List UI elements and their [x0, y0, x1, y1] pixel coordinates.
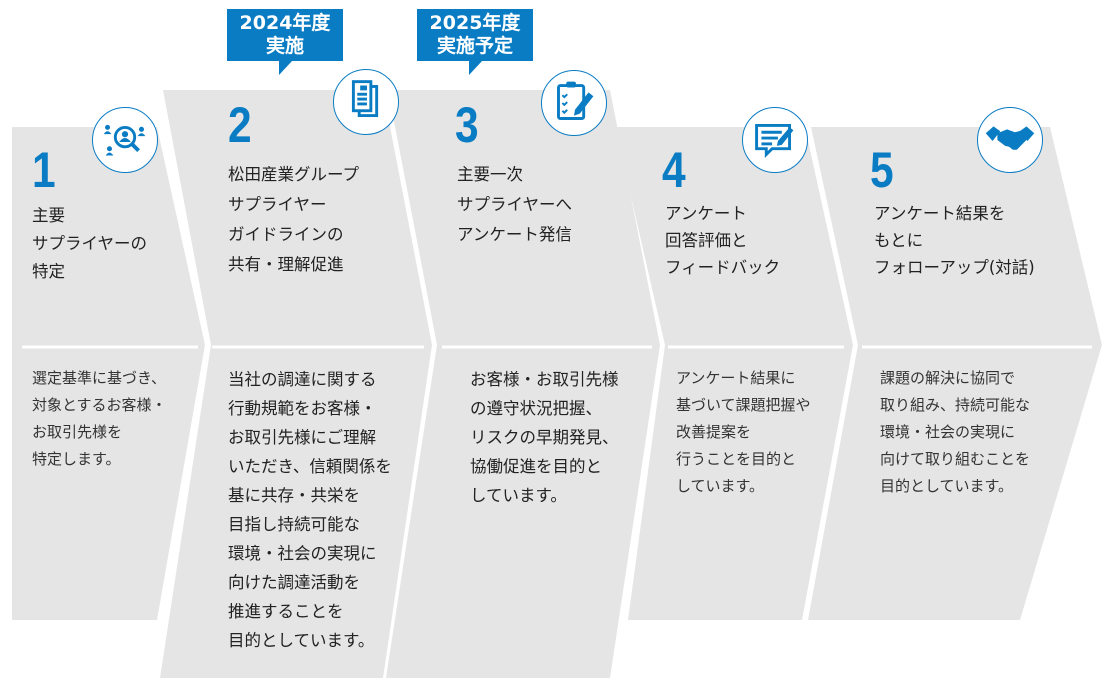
step-5-title: アンケート結果をもとにフォローアップ(対話): [874, 200, 1035, 281]
description-line: 目的としています。: [880, 477, 1014, 495]
description-line: 行動規範をお客様・: [228, 399, 377, 418]
badge-2025: 2025年度 実施予定: [417, 9, 533, 75]
description-line: しています。: [676, 477, 765, 495]
title-line: 回答評価と: [665, 231, 748, 250]
handshake-icon: [977, 107, 1043, 173]
step-5-panel: [808, 127, 1102, 620]
description-line: 基に共存・共栄を: [228, 486, 360, 505]
badge-pointer: [469, 60, 484, 75]
step-3-panel: [386, 90, 660, 678]
step-2-number: 2: [228, 97, 252, 153]
step-2-description: 当社の調達に関する行動規範をお客様・お取引先様にご理解いただき、信頼関係を基に共…: [228, 365, 392, 655]
title-line: 松田産業グループ: [228, 165, 360, 184]
description-line: 環境・社会の実現に: [228, 544, 377, 563]
title-line: 特定: [32, 262, 65, 281]
step-4-title: アンケート回答評価とフィードバック: [665, 200, 780, 281]
people-search-icon: [92, 107, 158, 173]
description-line: アンケート結果に: [676, 369, 796, 387]
title-line: もとに: [874, 231, 924, 250]
description-line: 基づいて課題把握や: [676, 396, 811, 414]
step-1-description: 選定基準に基づき、対象とするお客様・お取引先様を特定します。: [32, 365, 167, 473]
title-line: ガイドラインの: [228, 225, 344, 244]
title-line: 主要一次: [457, 165, 523, 184]
description-line: お取引先様を: [32, 423, 123, 441]
description-line: お客様・お取引先様: [470, 370, 619, 389]
step-5-number: 5: [870, 142, 894, 198]
step-1-panel: [12, 127, 205, 620]
description-line: 向けて取り組むことを: [880, 450, 1031, 468]
title-line: サプライヤーへ: [457, 195, 573, 214]
title-line: サプライヤー: [228, 195, 327, 214]
title-line: アンケート発信: [457, 225, 572, 244]
step-4-panel: [615, 127, 853, 620]
description-line: 協働促進を目的と: [470, 457, 602, 476]
title-line: サプライヤーの: [32, 234, 148, 253]
step-1-title: 主要サプライヤーの特定: [32, 202, 147, 286]
description-line: お取引先様にご理解: [228, 428, 377, 447]
title-line: フォローアップ(対話): [874, 258, 1035, 277]
step-4-number: 4: [662, 142, 686, 198]
description-line: 向けた調達活動を: [228, 573, 360, 592]
step-3-description: お客様・お取引先様の遵守状況把握、リスクの早期発見、協働促進を目的としています。: [470, 365, 619, 510]
title-line: 主要: [32, 206, 65, 225]
step-2-panel: [160, 90, 432, 678]
badge-pointer: [279, 60, 294, 75]
badge-line: 2025年度: [429, 12, 521, 34]
description-line: 対象とするお客様・: [32, 396, 167, 414]
description-line: の遵守状況把握、: [470, 399, 602, 418]
description-line: 環境・社会の実現に: [880, 423, 1016, 441]
badge-line: 2024年度: [239, 12, 331, 34]
step-1-number: 1: [32, 142, 56, 198]
description-line: 課題の解決に協同で: [880, 369, 1016, 387]
title-line: アンケート結果を: [874, 204, 1006, 223]
step-5-description: 課題の解決に協同で取り組み、持続可能な環境・社会の実現に向けて取り組むことを目的…: [880, 365, 1030, 500]
description-line: 目指し持続可能な: [228, 515, 360, 534]
description-line: 目的としています。: [228, 631, 375, 650]
description-line: いただき、信頼関係を: [228, 457, 392, 476]
description-line: 選定基準に基づき、: [32, 369, 166, 387]
title-line: 共有・理解促進: [228, 255, 344, 274]
description-line: 改善提案を: [676, 423, 752, 441]
title-line: フィードバック: [665, 258, 781, 277]
description-line: しています。: [470, 486, 567, 505]
badge-line: 実施: [265, 35, 304, 57]
badge-line: 実施予定: [436, 35, 513, 57]
description-line: 推進することを: [228, 602, 344, 621]
feedback-message-icon: [742, 107, 808, 173]
description-line: 当社の調達に関する: [228, 370, 377, 389]
step-4-description: アンケート結果に基づいて課題把握や改善提案を行うことを目的としています。: [676, 365, 811, 500]
description-line: リスクの早期発見、: [470, 428, 619, 447]
title-line: アンケート: [665, 204, 747, 223]
description-line: 行うことを目的と: [676, 450, 797, 468]
clipboard-checklist-icon: [541, 70, 607, 136]
step-2-title: 松田産業グループサプライヤーガイドラインの共有・理解促進: [228, 160, 359, 280]
description-line: 特定します。: [32, 450, 121, 468]
step-3-number: 3: [455, 97, 479, 153]
badge-2024: 2024年度 実施: [227, 9, 343, 75]
documents-icon: [333, 69, 399, 135]
description-line: 取り組み、持続可能な: [880, 396, 1031, 414]
step-3-title: 主要一次サプライヤーへアンケート発信: [457, 160, 572, 250]
